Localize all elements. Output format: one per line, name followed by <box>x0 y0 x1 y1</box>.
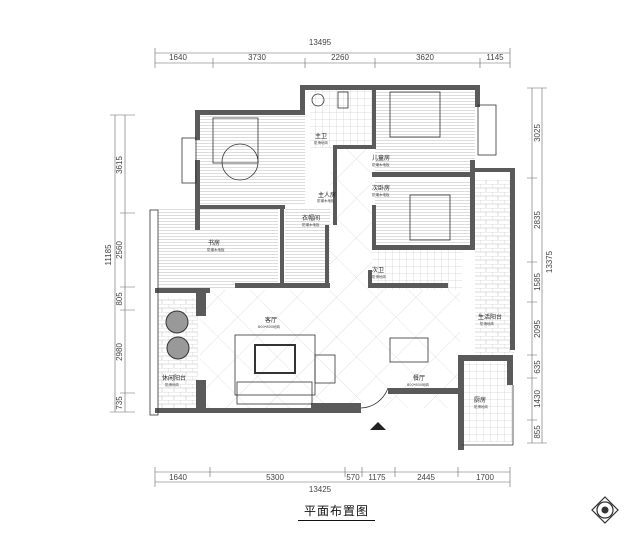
svg-text:570: 570 <box>346 473 360 482</box>
svg-text:1640: 1640 <box>169 473 187 482</box>
svg-text:3620: 3620 <box>416 53 434 62</box>
entrance-door-swing <box>360 387 389 409</box>
svg-text:855: 855 <box>533 425 542 439</box>
designer-logo-icon <box>591 496 619 524</box>
svg-text:805: 805 <box>115 292 124 306</box>
svg-text:防滑地砖: 防滑地砖 <box>372 274 386 279</box>
dimension-lines <box>110 48 547 487</box>
svg-text:餐厅: 餐厅 <box>413 374 425 382</box>
svg-text:休闲阳台: 休闲阳台 <box>162 374 186 382</box>
room-labels: 主卫 防滑地砖 主人房 防潮木地板 儿童房 防潮木地板 次卧房 防潮木地板 书房… <box>162 132 502 409</box>
leisure-chair-2 <box>166 336 190 360</box>
floors <box>158 88 515 442</box>
coffee-table <box>254 344 296 374</box>
armchair <box>314 354 336 384</box>
entrance-marker <box>370 422 386 430</box>
svg-text:3025: 3025 <box>533 124 542 142</box>
svg-text:儿童房: 儿童房 <box>372 154 390 162</box>
svg-text:13425: 13425 <box>309 485 332 494</box>
child-bed <box>389 91 441 138</box>
svg-text:3730: 3730 <box>248 53 266 62</box>
svg-text:2445: 2445 <box>417 473 435 482</box>
drawing-title: 平面布置图 <box>298 502 376 521</box>
svg-text:防潮木地板: 防潮木地板 <box>372 192 390 197</box>
svg-text:735: 735 <box>115 396 124 410</box>
washbasin <box>311 93 325 107</box>
svg-text:防潮木地板: 防潮木地板 <box>317 198 335 203</box>
svg-text:生活阳台: 生活阳台 <box>478 313 502 321</box>
svg-text:13495: 13495 <box>309 38 332 47</box>
svg-text:衣帽间: 衣帽间 <box>302 214 320 222</box>
svg-text:书房: 书房 <box>208 239 220 247</box>
leisure-chair-1 <box>165 310 189 334</box>
svg-text:11185: 11185 <box>104 244 113 266</box>
svg-text:1700: 1700 <box>476 473 494 482</box>
svg-text:防滑地砖: 防滑地砖 <box>480 321 494 326</box>
svg-text:防潮木地板: 防潮木地板 <box>207 247 225 252</box>
svg-text:次卫: 次卫 <box>372 266 384 274</box>
svg-text:5300: 5300 <box>266 473 284 482</box>
svg-text:防滑地砖: 防滑地砖 <box>165 382 179 387</box>
second-bed <box>409 194 451 241</box>
svg-text:客厅: 客厅 <box>265 316 277 324</box>
svg-text:800*800地砖: 800*800地砖 <box>258 324 281 329</box>
svg-text:次卧房: 次卧房 <box>372 184 390 192</box>
svg-text:防滑地砖: 防滑地砖 <box>314 140 328 145</box>
svg-text:2560: 2560 <box>115 241 124 259</box>
svg-text:防潮木地板: 防潮木地板 <box>372 162 390 167</box>
svg-text:1145: 1145 <box>486 53 504 62</box>
svg-text:1585: 1585 <box>533 273 542 291</box>
svg-text:800*800地砖: 800*800地砖 <box>407 382 430 387</box>
svg-text:1430: 1430 <box>533 390 542 408</box>
svg-text:防滑地砖: 防滑地砖 <box>474 404 488 409</box>
toilet <box>337 91 349 109</box>
svg-text:3615: 3615 <box>115 156 124 174</box>
dining-table <box>389 337 429 363</box>
sofa <box>236 381 313 405</box>
svg-text:主人房: 主人房 <box>318 191 336 199</box>
svg-text:1175: 1175 <box>368 473 386 482</box>
svg-text:635: 635 <box>533 360 542 374</box>
master-bed <box>212 117 259 164</box>
outlines <box>149 104 514 446</box>
svg-text:2260: 2260 <box>331 53 349 62</box>
round-rug <box>221 143 259 181</box>
dimension-labels: 13495 1640 3730 2260 3620 1145 1640 5300… <box>104 38 554 494</box>
svg-text:13375: 13375 <box>545 250 554 273</box>
svg-text:2095: 2095 <box>533 320 542 338</box>
svg-text:1640: 1640 <box>169 53 187 62</box>
svg-text:2980: 2980 <box>115 343 124 361</box>
svg-text:防潮木地板: 防潮木地板 <box>302 222 320 227</box>
svg-text:主卫: 主卫 <box>315 132 327 140</box>
furniture <box>165 91 451 430</box>
walls <box>155 85 515 450</box>
svg-text:厨房: 厨房 <box>474 396 486 404</box>
svg-text:2835: 2835 <box>533 211 542 229</box>
